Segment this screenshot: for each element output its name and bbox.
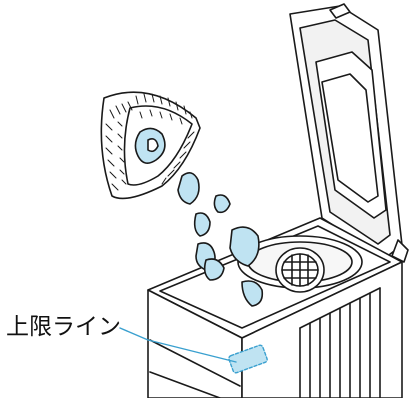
upper-limit-label: 上限ライン bbox=[6, 313, 121, 341]
